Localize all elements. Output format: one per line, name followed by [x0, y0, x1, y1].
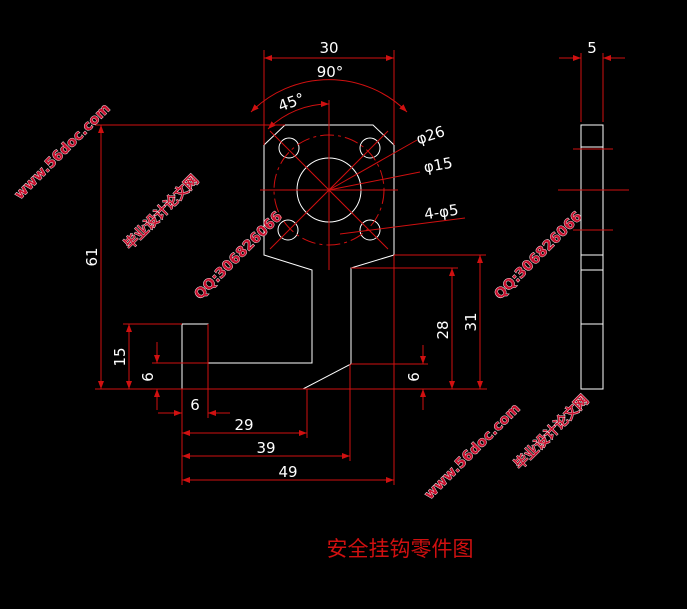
center-lines	[260, 100, 466, 270]
angle-90-arc	[250, 79, 408, 113]
dim-4-phi5: 4-φ5	[423, 201, 460, 224]
watermark-name: 毕业设计论文网	[121, 172, 202, 253]
dim-61: 61	[83, 247, 101, 266]
bolt-hole	[278, 137, 300, 159]
dim-6-vertical: 6	[139, 372, 157, 382]
dim-5: 5	[587, 39, 597, 57]
dim-90: 90°	[317, 63, 344, 81]
watermark-qq: QQ:306826066	[192, 209, 286, 303]
dim-phi15: φ15	[422, 154, 454, 177]
dim-49: 49	[278, 463, 297, 481]
drawing-title: 安全挂钩零件图	[327, 537, 474, 561]
dim-15: 15	[111, 347, 129, 366]
dim-30: 30	[319, 39, 338, 57]
watermark-site: www.56doc.com	[12, 101, 114, 203]
dim-29: 29	[234, 416, 253, 434]
bolt-hole	[277, 219, 299, 241]
dim-31: 31	[462, 312, 480, 331]
dim-phi26: φ26	[414, 122, 447, 148]
dim-45: 45°	[276, 89, 307, 115]
side-view	[558, 53, 629, 390]
dim-39: 39	[256, 439, 275, 457]
dim-28: 28	[434, 320, 452, 339]
bolt-hole	[359, 219, 381, 241]
dim-6-horizontal: 6	[190, 396, 200, 414]
watermark-site: www.56doc.com	[422, 401, 524, 503]
dim-6-right: 6	[405, 372, 423, 382]
part-outline	[181, 124, 395, 390]
dimension-lines	[95, 50, 487, 485]
bolt-hole	[359, 137, 381, 159]
watermark-name: 毕业设计论文网	[511, 392, 592, 473]
watermark-qq: QQ:306826066	[492, 209, 586, 303]
